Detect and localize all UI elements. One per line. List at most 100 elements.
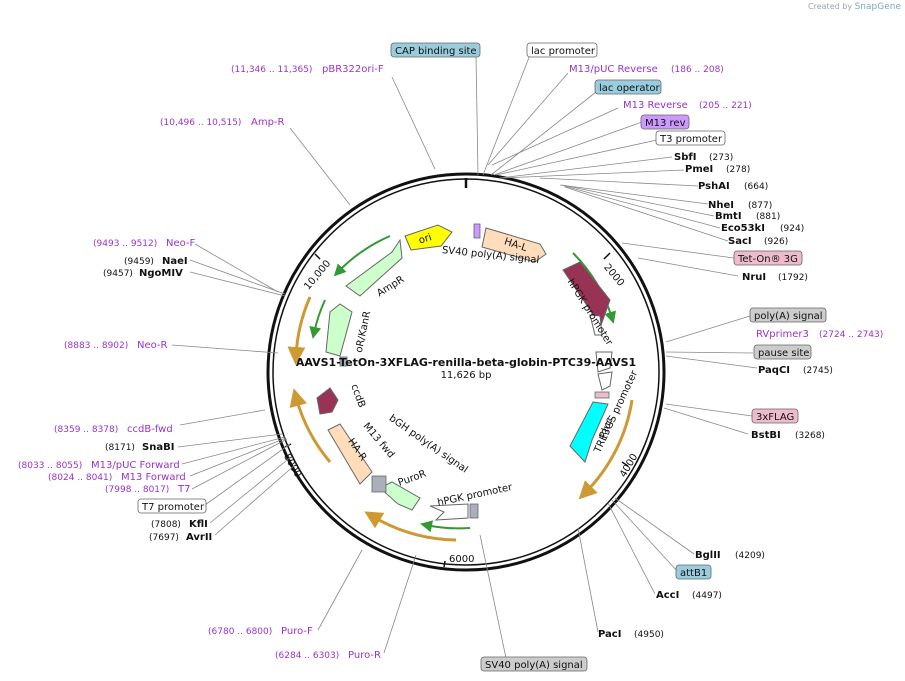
label-polya-signal: poly(A) signal bbox=[754, 311, 823, 322]
label-puro-f: Puro-F bbox=[281, 626, 313, 637]
label-neo-r: Neo-R bbox=[137, 340, 168, 351]
ha-l-feature bbox=[481, 227, 547, 263]
label-pshai: PshAI bbox=[698, 181, 730, 192]
tick-label-8000: 8000 bbox=[281, 452, 303, 480]
label-puro-r: Puro-R bbox=[348, 650, 381, 661]
range-puro-f: (6780 .. 6800) bbox=[208, 627, 272, 637]
range-m13-forward: (8024 .. 8041) bbox=[48, 473, 112, 483]
label-ngomiv: NgoMIV bbox=[139, 268, 183, 279]
tick-label-2000: 2000 bbox=[601, 262, 626, 289]
pos-sbfi: (273) bbox=[709, 153, 733, 163]
label-m13-reverse: M13 Reverse bbox=[623, 100, 688, 111]
outer-labels: CAP binding site lac promoter M13/pUC Re… bbox=[18, 42, 883, 672]
ampr-feature bbox=[345, 238, 403, 297]
snapgene-credit: Created by SnapGene bbox=[808, 2, 901, 12]
pos-avrii: (7697) bbox=[149, 533, 179, 543]
leader-lines bbox=[171, 54, 758, 659]
hpgk-promoter-feature bbox=[562, 261, 611, 330]
credit-prefix: Created by bbox=[808, 2, 853, 11]
puror-feature bbox=[379, 481, 421, 511]
label-3xflag: 3xFLAG bbox=[756, 412, 794, 423]
label-m13-puc-forward: M13/pUC Forward bbox=[91, 460, 180, 471]
label-t7-promoter: T7 promoter bbox=[141, 502, 205, 513]
pos-kfli: (7808) bbox=[151, 520, 181, 530]
label-acci: AccI bbox=[656, 590, 679, 601]
pos-nrui: (1792) bbox=[778, 273, 808, 283]
rluc-feature bbox=[569, 401, 609, 463]
range-neo-f: (9493 .. 9512) bbox=[93, 239, 157, 249]
label-pause-site: pause site bbox=[758, 348, 809, 359]
label-paci: PacI bbox=[598, 629, 621, 640]
label-naei: NaeI bbox=[162, 256, 188, 267]
label-ccdb: ccdB bbox=[348, 383, 367, 410]
plasmid-name: AAVS1-TetOn-3XFLAG-renilla-beta-globin-P… bbox=[296, 356, 636, 369]
label-bglii: BglII bbox=[695, 550, 721, 561]
label-m13-rev: M13 rev bbox=[645, 118, 686, 129]
pos-acci: (4497) bbox=[692, 591, 722, 601]
label-kfli: KflI bbox=[189, 519, 208, 530]
kanr-feature bbox=[325, 303, 353, 357]
range-m13-puc-forward: (8033 .. 8055) bbox=[18, 461, 82, 471]
label-t7: T7 bbox=[177, 484, 190, 495]
pos-ngomiv: (9457) bbox=[103, 269, 133, 279]
ori-feature bbox=[404, 224, 453, 251]
label-m13-forward: M13 Forward bbox=[121, 472, 186, 483]
label-snabi: SnaBI bbox=[142, 442, 174, 453]
label-sbfi: SbfI bbox=[674, 152, 696, 163]
label-ori: ori bbox=[417, 232, 433, 246]
range-amp-r: (10,496 .. 10,515) bbox=[160, 118, 241, 128]
plasmid-size: 11,626 bp bbox=[441, 370, 492, 381]
range-m13-puc-reverse: (186 .. 208) bbox=[671, 65, 724, 75]
ha-r-feature bbox=[327, 423, 373, 485]
label-pmei: PmeI bbox=[685, 164, 713, 175]
pos-paci: (4950) bbox=[634, 630, 664, 640]
label-eco53ki: Eco53kI bbox=[721, 223, 765, 234]
label-paqci: PaqCI bbox=[758, 365, 790, 376]
snapgene-brand: SnapGene bbox=[854, 2, 901, 12]
range-pbr322ori-f: (11,346 .. 11,365) bbox=[231, 65, 312, 75]
pos-bmti: (881) bbox=[756, 212, 780, 222]
label-kanr: oR/KanR bbox=[354, 310, 374, 354]
range-t7: (7998 .. 8017) bbox=[105, 485, 169, 495]
pos-saci: (926) bbox=[764, 237, 788, 247]
label-sv40-polya-bottom: SV40 poly(A) signal bbox=[485, 660, 583, 671]
label-avrii: AvrII bbox=[186, 532, 212, 543]
pos-eco53ki: (924) bbox=[780, 224, 804, 234]
pos-bstbi: (3268) bbox=[795, 431, 825, 441]
backbone-outer bbox=[266, 172, 666, 572]
label-bstbi: BstBI bbox=[751, 430, 781, 441]
label-tet-on-3g: Tet-On® 3G bbox=[737, 254, 798, 265]
label-attb1: attB1 bbox=[680, 568, 707, 579]
tick-label-4000: 4000 bbox=[618, 452, 640, 480]
m13-rev-feature bbox=[473, 223, 481, 239]
pos-naei: (9459) bbox=[124, 257, 154, 267]
label-bmti: BmtI bbox=[715, 211, 742, 222]
label-bgh-polya: bGH poly(A) signal bbox=[387, 413, 470, 476]
label-nhei: NheI bbox=[708, 200, 734, 211]
range-ccdb-fwd: (8359 .. 8378) bbox=[54, 425, 118, 435]
label-rvprimer3: RVprimer3 bbox=[756, 329, 809, 340]
label-lac-operator: lac operator bbox=[599, 83, 660, 94]
label-neo-f: Neo-F bbox=[166, 238, 196, 249]
ccdb-feature bbox=[316, 387, 339, 415]
tick-label-6000: 6000 bbox=[449, 554, 474, 565]
label-amp-r: Amp-R bbox=[251, 117, 285, 128]
label-pbr322ori-f: pBR322ori-F bbox=[322, 64, 384, 75]
features bbox=[316, 223, 613, 521]
label-lac-promoter: lac promoter bbox=[531, 46, 596, 57]
tick-marks bbox=[284, 252, 629, 568]
range-puro-r: (6284 .. 6303) bbox=[275, 651, 339, 661]
label-t3-promoter: T3 promoter bbox=[659, 134, 723, 145]
label-cap-binding-site: CAP binding site bbox=[395, 46, 477, 57]
label-nrui: NruI bbox=[742, 272, 766, 283]
pos-paqci: (2745) bbox=[803, 366, 833, 376]
pos-pshai: (664) bbox=[744, 182, 768, 192]
range-m13-reverse: (205 .. 221) bbox=[699, 101, 752, 111]
range-rvprimer3: (2724 .. 2743) bbox=[819, 330, 883, 340]
label-m13-puc-reverse: M13/pUC Reverse bbox=[569, 64, 658, 75]
label-saci: SacI bbox=[728, 236, 752, 247]
pos-nhei: (877) bbox=[748, 201, 772, 211]
inner-labels: ori HA-L SV40 poly(A) signal hPGK promot… bbox=[345, 232, 640, 509]
label-ccdb-fwd: ccdB-fwd bbox=[127, 424, 173, 435]
